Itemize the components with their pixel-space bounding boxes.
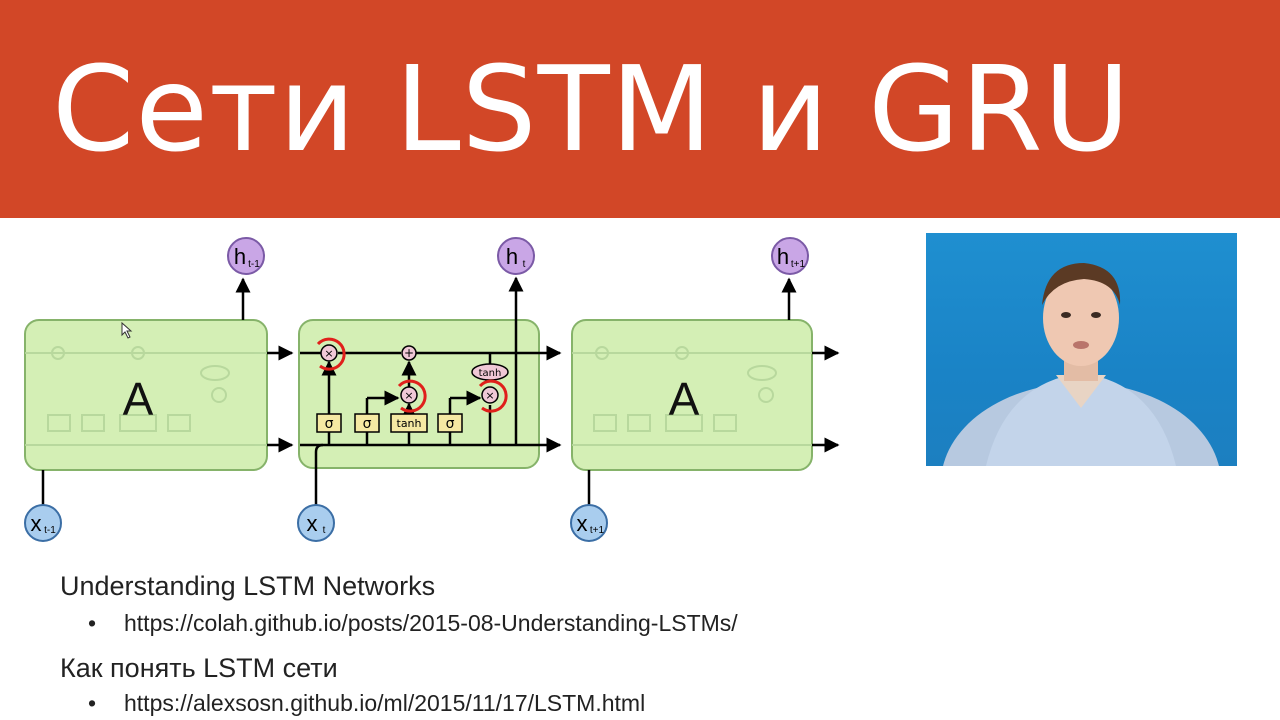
reference-heading-colah: Understanding LSTM Networks bbox=[60, 571, 436, 601]
cell-right: A bbox=[571, 319, 813, 471]
mult-op-output: × bbox=[485, 389, 494, 402]
input-node-x-next: x bbox=[577, 511, 588, 536]
output-node-h-sub: t bbox=[523, 259, 526, 270]
reference-link-colah-item: • https://colah.github.io/posts/2015-08-U… bbox=[88, 610, 738, 637]
output-nodes: h t-1 h t h t+1 bbox=[227, 237, 809, 275]
gate-input: σ bbox=[363, 416, 372, 432]
output-node-h: h bbox=[506, 244, 518, 269]
cell-middle: σ σ tanh σ × + × × tanh bbox=[298, 276, 562, 510]
cell-left-label: A bbox=[123, 373, 154, 425]
flow-arrows bbox=[41, 277, 840, 505]
input-nodes: x t-1 x t x t+1 bbox=[24, 504, 608, 542]
output-node-h-prev: h bbox=[234, 244, 246, 269]
input-node-x-sub: t bbox=[323, 525, 326, 536]
input-node-x-next-sub: t+1 bbox=[590, 525, 605, 536]
add-op: + bbox=[404, 346, 414, 360]
presenter-webcam bbox=[926, 233, 1237, 466]
reference-link-alexsosn[interactable]: https://alexsosn.github.io/ml/2015/11/17… bbox=[124, 690, 646, 716]
input-node-x-prev: x bbox=[31, 511, 42, 536]
output-node-h-next-sub: t+1 bbox=[791, 259, 806, 270]
reference-link-colah[interactable]: https://colah.github.io/posts/2015-08-Un… bbox=[124, 610, 738, 636]
gate-forget: σ bbox=[325, 416, 334, 432]
tanh-op: tanh bbox=[479, 368, 502, 379]
mult-op-forget: × bbox=[324, 347, 333, 360]
reference-heading-alexsosn: Как понять LSTM сети bbox=[60, 653, 338, 683]
gate-candidate: tanh bbox=[397, 417, 422, 430]
mouse-cursor-icon bbox=[121, 321, 133, 339]
title-bar: Сети LSTM и GRU bbox=[0, 0, 1280, 218]
output-node-h-next: h bbox=[777, 244, 789, 269]
gate-boxes: σ σ tanh σ bbox=[316, 413, 463, 433]
bullet: • bbox=[88, 610, 97, 636]
highlight-marks bbox=[316, 337, 508, 413]
input-node-x: x bbox=[307, 511, 318, 536]
mult-op-input: × bbox=[404, 389, 413, 402]
input-node-x-prev-sub: t-1 bbox=[44, 525, 56, 536]
slide-title: Сети LSTM и GRU bbox=[52, 40, 1131, 178]
presenter-image bbox=[943, 263, 1219, 466]
output-node-h-prev-sub: t-1 bbox=[248, 259, 260, 270]
cell-left: A bbox=[24, 319, 268, 471]
reference-link-alexsosn-item: • https://alexsosn.github.io/ml/2015/11/1… bbox=[88, 690, 645, 717]
lstm-diagram: A A bbox=[24, 237, 840, 542]
gate-output: σ bbox=[446, 416, 455, 432]
cell-right-label: A bbox=[669, 373, 700, 425]
bullet: • bbox=[88, 690, 97, 716]
